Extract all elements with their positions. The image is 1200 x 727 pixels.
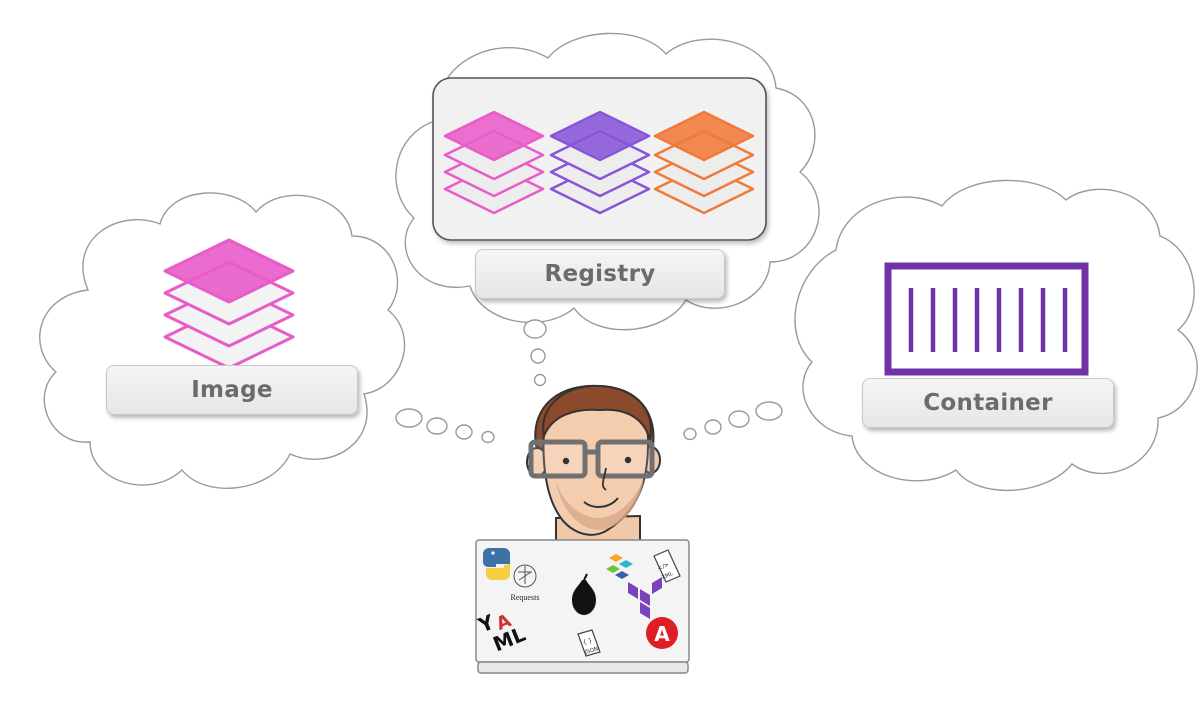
registry-purple-image-icon	[549, 110, 651, 215]
container-label-text: Container	[923, 390, 1053, 416]
image-layers-icon	[163, 238, 295, 370]
image-label-text: Image	[191, 377, 273, 403]
svg-text:A: A	[654, 622, 670, 646]
svg-text:</>: </>	[656, 561, 670, 572]
python-logo	[483, 548, 510, 580]
pear-icon	[572, 573, 596, 615]
pulumi-logo	[606, 554, 633, 579]
requests-logo: Requests	[511, 564, 540, 602]
svg-text:JSON: JSON	[583, 646, 599, 656]
image-label: Image	[106, 365, 358, 415]
ansible-logo: A	[646, 617, 678, 649]
registry-label: Registry	[475, 249, 725, 299]
thought-bubbles-left	[395, 408, 495, 444]
container-label: Container	[862, 378, 1114, 428]
thought-bubbles-right	[683, 401, 783, 441]
terraform-logo	[628, 577, 662, 619]
registry-label-text: Registry	[544, 261, 656, 287]
json-file-icon: { } JSON	[577, 629, 601, 657]
thought-bubbles-center	[523, 319, 547, 387]
svg-text:{ }: { }	[582, 637, 593, 646]
xml-file-icon: </> XML	[653, 549, 681, 583]
container-icon	[884, 262, 1089, 376]
registry-pink-image-icon	[443, 110, 545, 215]
svg-text:Requests: Requests	[511, 593, 540, 602]
registry-orange-image-icon	[653, 110, 755, 215]
developer-avatar	[526, 384, 661, 549]
svg-text:XML: XML	[661, 571, 675, 582]
